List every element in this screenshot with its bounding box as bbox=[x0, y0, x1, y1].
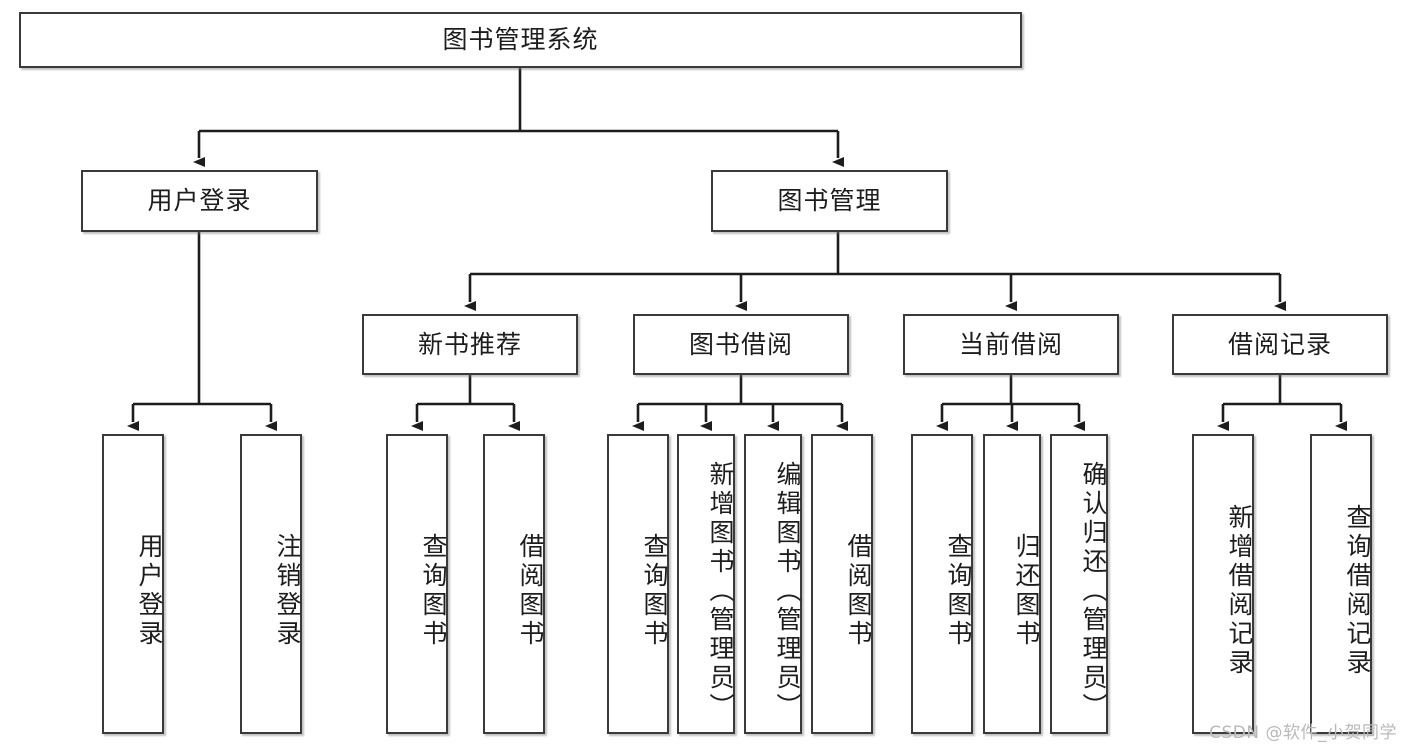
node-leaf-query-book-current[interactable]: 查询图书 bbox=[911, 434, 973, 734]
leaf-label: 用户登录 bbox=[135, 533, 164, 649]
node-level2-user-login[interactable]: 用户登录 bbox=[81, 170, 318, 232]
node-leaf-add-borrow-record[interactable]: 新增借阅记录 bbox=[1192, 434, 1254, 734]
node-leaf-edit-book-admin[interactable]: 编辑图书（管理员） bbox=[744, 434, 802, 734]
leaf-label: 归还图书 bbox=[1012, 533, 1041, 649]
leaf-label: 确认归还（管理员） bbox=[1079, 460, 1108, 722]
leaf-label: 查询借阅记录 bbox=[1343, 504, 1372, 678]
node-leaf-add-book-admin[interactable]: 新增图书（管理员） bbox=[677, 434, 735, 734]
node-root[interactable]: 图书管理系统 bbox=[19, 12, 1022, 68]
leaf-label: 新增借阅记录 bbox=[1225, 504, 1254, 678]
node-level3-current-borrow[interactable]: 当前借阅 bbox=[903, 314, 1119, 375]
node-level2-book-management[interactable]: 图书管理 bbox=[711, 170, 948, 232]
node-leaf-borrow-book[interactable]: 借阅图书 bbox=[811, 434, 873, 734]
leaf-label: 查询图书 bbox=[419, 533, 448, 649]
node-leaf-query-book-borrow[interactable]: 查询图书 bbox=[607, 434, 669, 734]
node-leaf-borrow-book-recommend[interactable]: 借阅图书 bbox=[483, 434, 545, 734]
node-level3-book-borrow[interactable]: 图书借阅 bbox=[633, 314, 849, 375]
node-leaf-query-borrow-record[interactable]: 查询借阅记录 bbox=[1310, 434, 1372, 734]
node-level3-new-book-recommend[interactable]: 新书推荐 bbox=[362, 314, 578, 375]
leaf-label: 查询图书 bbox=[944, 533, 973, 649]
leaf-label: 新增图书（管理员） bbox=[706, 460, 735, 722]
node-leaf-return-book[interactable]: 归还图书 bbox=[983, 434, 1041, 734]
node-leaf-query-book-recommend[interactable]: 查询图书 bbox=[386, 434, 448, 734]
node-leaf-logout[interactable]: 注销登录 bbox=[240, 434, 302, 734]
leaf-label: 借阅图书 bbox=[516, 533, 545, 649]
csdn-watermark: CSDN @软件_小贺同学 bbox=[1209, 723, 1397, 743]
leaf-label: 编辑图书（管理员） bbox=[773, 460, 802, 722]
leaf-label: 注销登录 bbox=[273, 533, 302, 649]
leaf-label: 查询图书 bbox=[640, 533, 669, 649]
node-leaf-user-login[interactable]: 用户登录 bbox=[102, 434, 164, 734]
node-level3-borrow-record[interactable]: 借阅记录 bbox=[1172, 314, 1388, 375]
node-leaf-confirm-return-admin[interactable]: 确认归还（管理员） bbox=[1050, 434, 1108, 734]
leaf-label: 借阅图书 bbox=[844, 533, 873, 649]
